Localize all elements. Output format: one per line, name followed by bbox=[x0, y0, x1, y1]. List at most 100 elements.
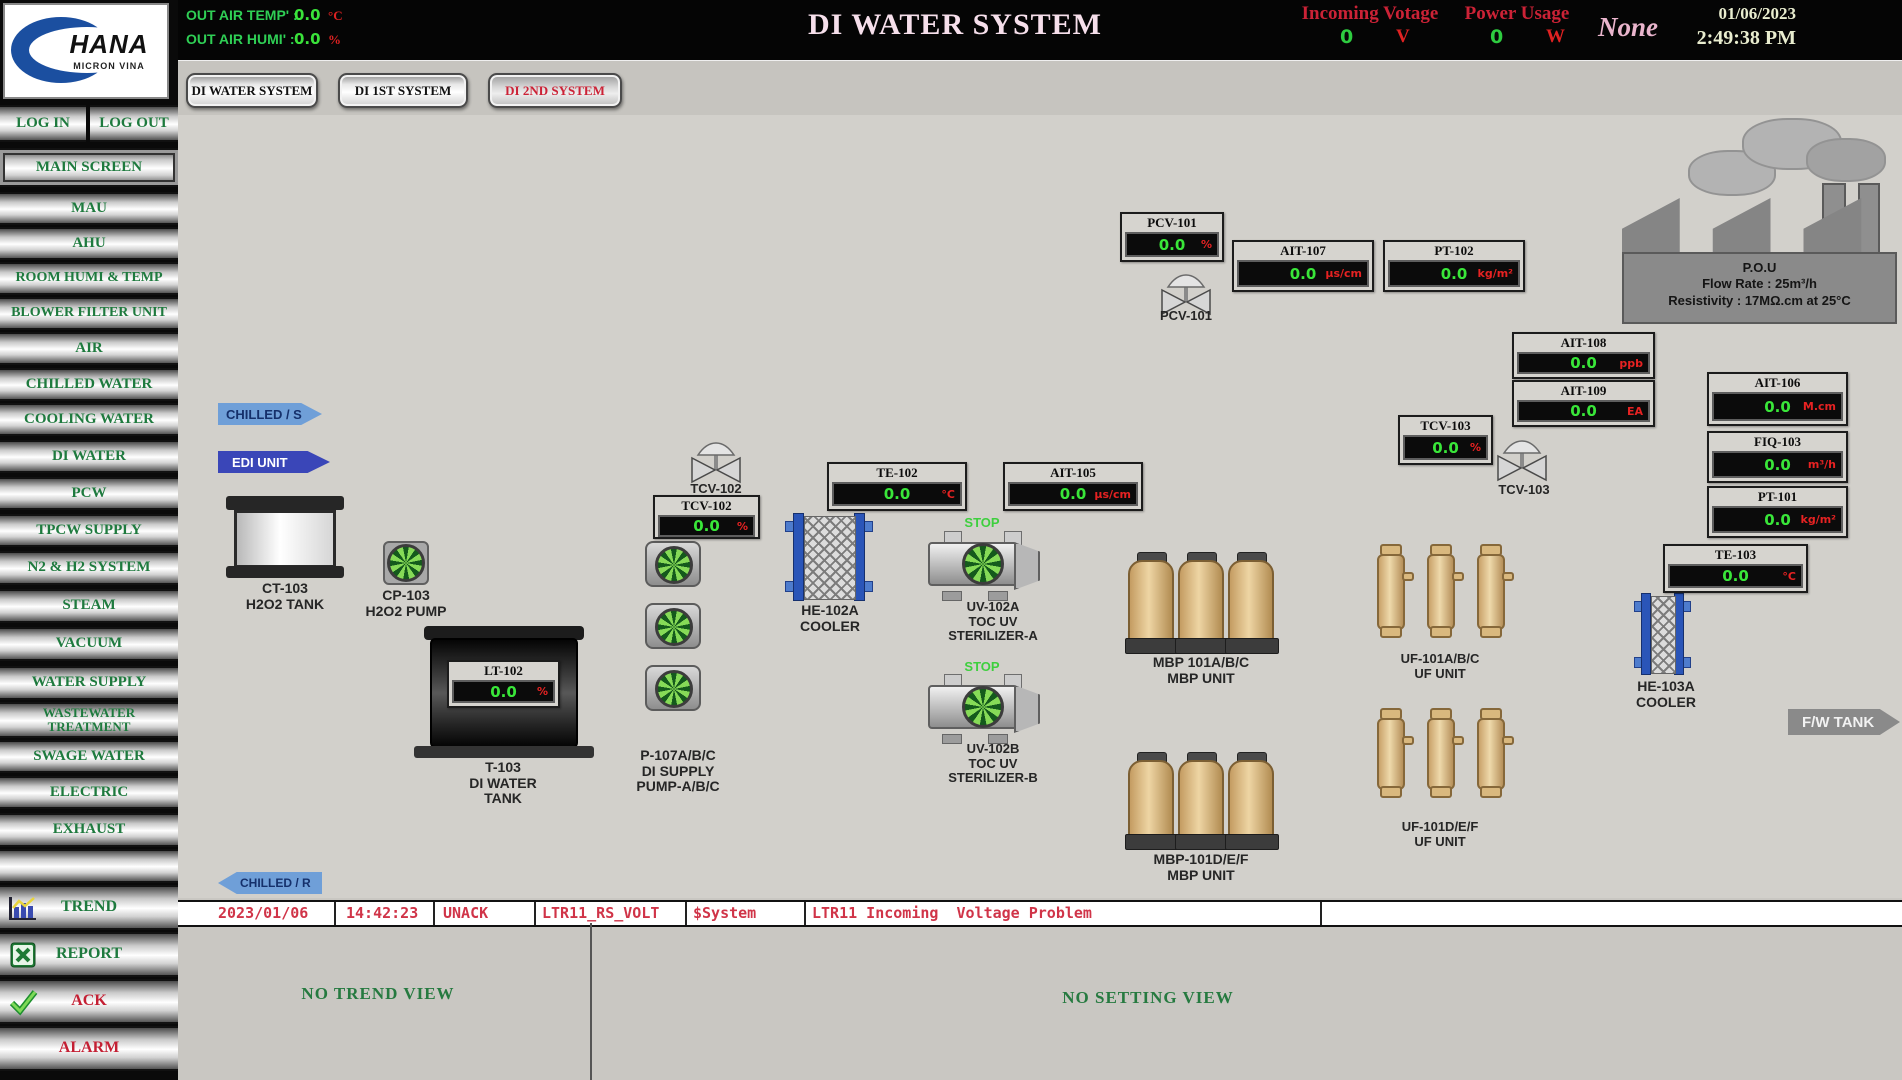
instrument-title: TE-103 bbox=[1714, 547, 1757, 562]
sidebar-item-label: WATER SUPPLY bbox=[31, 674, 147, 691]
instrument-unit: EA bbox=[1626, 404, 1643, 418]
instrument-title: AIT-106 bbox=[1754, 375, 1801, 390]
sidebar-item-swage-water[interactable]: SWAGE WATER bbox=[0, 740, 178, 773]
factory-resistivity: Resistivity : 17MΩ.cm at 25°C bbox=[1668, 292, 1851, 308]
sidebar-item-label: ELECTRIC bbox=[49, 783, 129, 800]
sidebar-item-mau[interactable]: MAU bbox=[0, 192, 178, 225]
instrument-te-102[interactable]: TE-102 0.0°C bbox=[827, 462, 967, 511]
instrument-value: 0.0 bbox=[693, 517, 720, 535]
sidebar-item-label: EXHAUST bbox=[52, 821, 126, 838]
tab-di-2nd-system[interactable]: DI 2ND SYSTEM bbox=[488, 73, 622, 108]
instrument-unit: µs/cm bbox=[1325, 267, 1362, 280]
panel-divider bbox=[590, 923, 592, 1080]
instrument-value: 0.0 bbox=[1764, 510, 1791, 529]
login-button[interactable]: LOG IN bbox=[0, 105, 86, 142]
sidebar-item-vacuum[interactable]: VACUUM bbox=[0, 627, 178, 661]
sidebar-item-ack[interactable]: ACK bbox=[0, 979, 178, 1024]
uv-102b-sterilizer[interactable] bbox=[928, 674, 1040, 744]
instrument-value: 0.0 bbox=[1440, 264, 1468, 283]
sidebar-item-chilled-water[interactable]: CHILLED WATER bbox=[0, 368, 178, 401]
label-tcv102v: TCV-102 bbox=[690, 481, 742, 496]
instrument-value: 0.0 bbox=[1158, 235, 1186, 254]
sidebar-item-air[interactable]: AIR bbox=[0, 332, 178, 365]
sidebar-item-n2-h2-system[interactable]: N2 & H2 SYSTEM bbox=[0, 551, 178, 585]
instrument-value: 0.0 bbox=[1764, 397, 1791, 416]
instrument-unit: µs/cm bbox=[1094, 487, 1131, 501]
bottom-panels bbox=[178, 927, 1902, 1080]
sidebar-item-label: TPCW SUPPLY bbox=[36, 521, 142, 538]
sidebar-item-tpcw-supply[interactable]: TPCW SUPPLY bbox=[0, 514, 178, 547]
tab-di-1st-system[interactable]: DI 1ST SYSTEM bbox=[338, 73, 468, 108]
out-air-temp-unit: °C bbox=[328, 8, 343, 23]
uv-102a-sterilizer[interactable] bbox=[928, 531, 1040, 601]
sidebar-item-label: COOLING WATER bbox=[24, 410, 154, 427]
sidebar-item-report[interactable]: REPORT bbox=[0, 932, 178, 977]
setting-panel-placeholder: NO SETTING VIEW bbox=[1062, 988, 1234, 1007]
sidebar-item-exhaust[interactable]: EXHAUST bbox=[0, 813, 178, 847]
sidebar-item-label: TREND bbox=[60, 898, 117, 916]
sidebar-item-blower-filter-unit[interactable]: BLOWER FILTER UNIT bbox=[0, 297, 178, 330]
alarm-status: UNACK bbox=[443, 904, 489, 922]
sidebar-item-cooling-water[interactable]: COOLING WATER bbox=[0, 403, 178, 436]
trend-panel-placeholder: NO TREND VIEW bbox=[301, 984, 455, 1003]
sidebar-item-label: ROOM HUMI & TEMP bbox=[15, 270, 163, 286]
check-icon bbox=[8, 988, 38, 1016]
instrument-value: 0.0 bbox=[883, 485, 911, 503]
power-usage-unit: W bbox=[1546, 26, 1565, 47]
instrument-unit: % bbox=[1200, 238, 1212, 251]
instrument-value-display: 0.0°C bbox=[1668, 564, 1803, 588]
instrument-title: TE-102 bbox=[876, 465, 918, 480]
instrument-value-display: 0.0% bbox=[1403, 435, 1488, 460]
sidebar-item-water-supply[interactable]: WATER SUPPLY bbox=[0, 666, 178, 700]
sidebar-item-pcw[interactable]: PCW bbox=[0, 477, 178, 510]
instrument-te-103[interactable]: TE-103 0.0°C bbox=[1663, 544, 1808, 593]
sidebar-item-label: MAIN SCREEN bbox=[35, 158, 143, 175]
sidebar-item-wastewater-treatment[interactable]: WASTEWATER TREATMENT bbox=[0, 702, 178, 738]
sidebar-item-alarm[interactable]: ALARM bbox=[0, 1026, 178, 1071]
alarm-tag: LTR11_RS_VOLT bbox=[542, 904, 660, 922]
sidebar-item-trend[interactable]: TREND bbox=[0, 885, 178, 930]
instrument-unit: ppb bbox=[1619, 356, 1643, 370]
out-air-humi-unit: % bbox=[328, 32, 341, 47]
alarm-row[interactable]: 2023/01/06 14:42:23 UNACK LTR11_RS_VOLT … bbox=[178, 900, 1902, 927]
instrument-value-display: 0.0% bbox=[452, 680, 555, 703]
sidebar-item-di-water[interactable]: DI WATER bbox=[0, 440, 178, 473]
sidebar-item-blank[interactable] bbox=[0, 849, 178, 883]
instrument-value: 0.0 bbox=[1570, 402, 1597, 420]
sidebar-item-main-screen[interactable]: MAIN SCREEN bbox=[0, 148, 178, 187]
sidebar-item-electric[interactable]: ELECTRIC bbox=[0, 776, 178, 809]
tab-di-water-system[interactable]: DI WATER SYSTEM bbox=[186, 73, 318, 108]
instrument-value-display: 0.0°C bbox=[832, 482, 962, 506]
instrument-title: FIQ-103 bbox=[1754, 434, 1801, 449]
instrument-title: AIT-108 bbox=[1560, 335, 1607, 350]
sidebar-item-room-humi-temp[interactable]: ROOM HUMI & TEMP bbox=[0, 262, 178, 295]
logout-button[interactable]: LOG OUT bbox=[90, 105, 178, 142]
pump-impeller-icon bbox=[655, 608, 693, 646]
label-tcv103v: TCV-103 bbox=[1498, 482, 1550, 497]
sidebar-item-label: STEAM bbox=[62, 597, 116, 614]
sidebar-item-steam[interactable]: STEAM bbox=[0, 589, 178, 623]
out-air-temp-label: OUT AIR TEMP' : bbox=[186, 7, 298, 23]
uv-impeller-icon bbox=[962, 543, 1004, 585]
tcv-103-valve[interactable] bbox=[1494, 439, 1550, 485]
sidebar-item-ahu[interactable]: AHU bbox=[0, 227, 178, 260]
